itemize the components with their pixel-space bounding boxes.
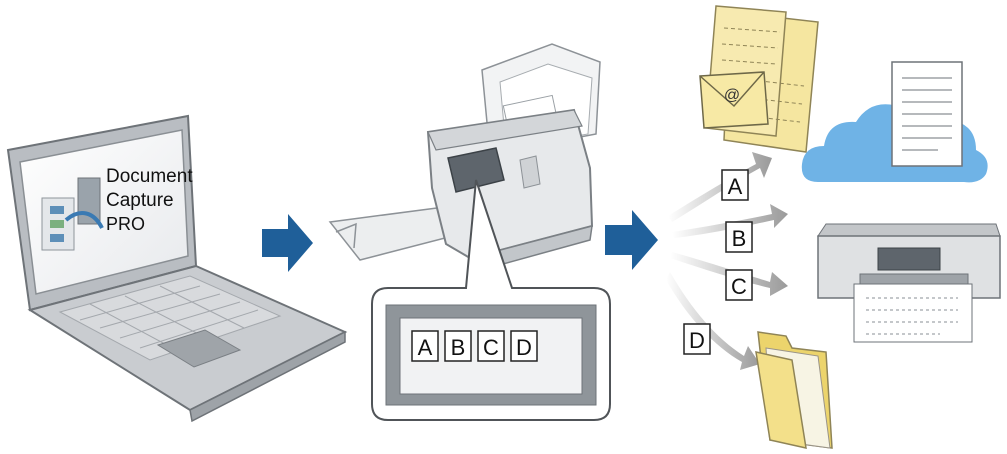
- flow-arrow-icon: [262, 214, 313, 272]
- app-name-line3: PRO: [106, 214, 145, 234]
- job-key-a[interactable]: A: [418, 335, 433, 360]
- email-icon: @: [699, 5, 819, 153]
- document-capture-pro-logo-icon: [41, 177, 104, 251]
- route-label-a: A: [728, 174, 743, 199]
- email-at-symbol: @: [724, 87, 740, 104]
- job-key-list: A B C D: [411, 330, 538, 362]
- route-label-b: B: [732, 226, 747, 251]
- job-key-b[interactable]: B: [451, 335, 466, 360]
- cloud-document-icon: [891, 61, 963, 167]
- laptop-keyboard: [58, 275, 282, 361]
- scanner: A: [328, 43, 601, 273]
- route-label-d: D: [689, 328, 705, 353]
- scanner-control-screen: [447, 147, 505, 193]
- job-key-c[interactable]: C: [483, 335, 499, 360]
- job-key-d[interactable]: D: [516, 335, 532, 360]
- laptop-touchpad: [156, 329, 242, 368]
- printer-icon: [817, 223, 1001, 343]
- route-labels: A B C D: [683, 169, 753, 355]
- laptop: Document Capture PRO: [6, 114, 348, 423]
- flow-arrow-icon: [605, 210, 658, 270]
- route-label-c: C: [731, 274, 747, 299]
- folder-icon: [755, 331, 833, 449]
- app-name-line1: Document: [106, 166, 193, 187]
- app-name-line2: Capture: [106, 190, 174, 211]
- scanner-screen-callout: A B C D: [371, 179, 611, 421]
